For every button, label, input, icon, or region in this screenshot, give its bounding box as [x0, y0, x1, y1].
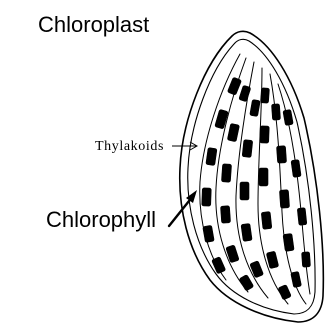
granum: [261, 212, 272, 230]
thylakoids-label: Thylakoids: [95, 139, 164, 154]
granum: [227, 77, 241, 95]
granum: [220, 206, 230, 224]
granum: [283, 109, 293, 125]
granum: [276, 146, 286, 164]
granum: [239, 274, 254, 291]
granum: [271, 104, 280, 121]
granum: [226, 245, 240, 263]
granum: [250, 99, 261, 116]
granum: [239, 85, 251, 102]
granum: [260, 126, 270, 143]
granum: [297, 208, 307, 226]
grana-stacks: [202, 77, 311, 300]
granum: [206, 148, 217, 166]
granum: [260, 88, 269, 104]
granum: [221, 164, 231, 183]
granum: [266, 251, 279, 269]
granum: [215, 109, 229, 129]
granum: [278, 284, 292, 300]
granum: [202, 188, 212, 206]
granum: [291, 271, 302, 287]
granum: [242, 140, 253, 158]
chlorophyll-label: Chlorophyll: [46, 207, 156, 232]
thylakoids-pointer: [172, 142, 197, 150]
granum: [279, 190, 289, 209]
granum: [227, 123, 239, 141]
granum: [283, 233, 294, 251]
diagram-title: Chloroplast: [38, 12, 149, 37]
granum: [250, 261, 264, 278]
granum: [241, 223, 252, 241]
granum: [302, 252, 311, 268]
granum: [203, 225, 215, 242]
granum: [259, 168, 268, 186]
granum: [240, 182, 249, 200]
granum: [291, 160, 301, 178]
